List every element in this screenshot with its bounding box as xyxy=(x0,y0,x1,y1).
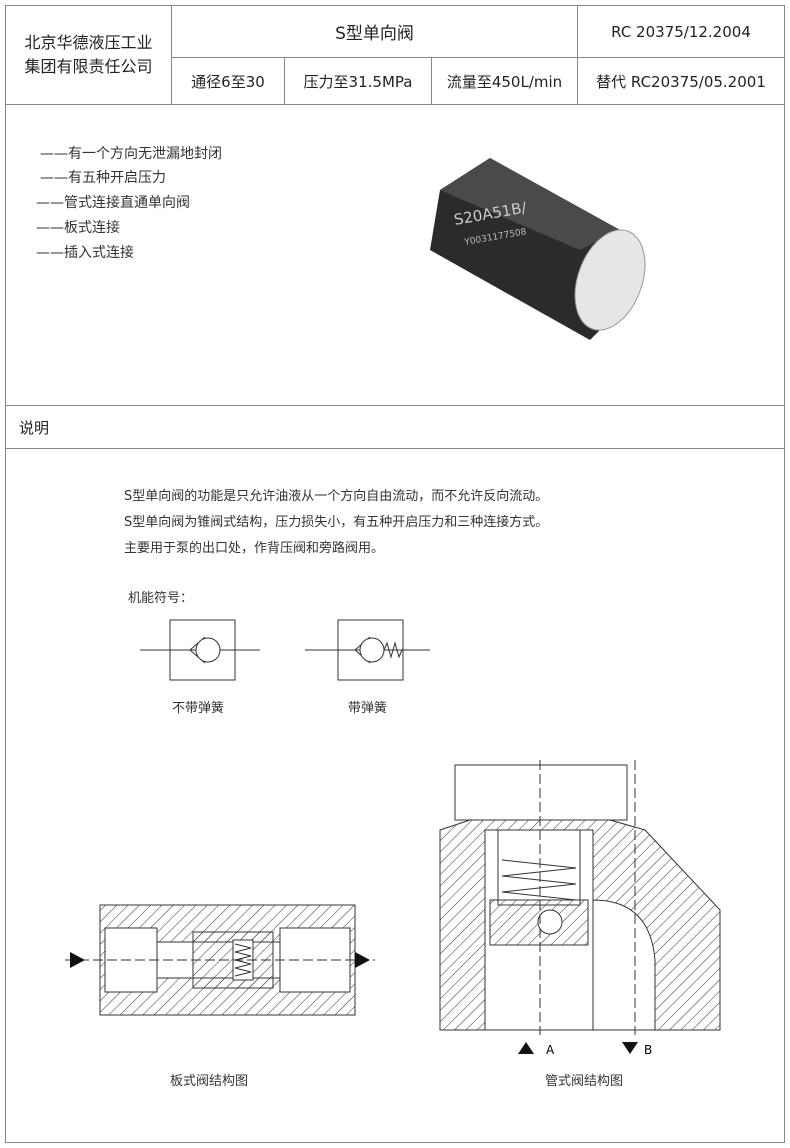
doc-title: S型单向阀 xyxy=(172,5,578,58)
symbol-no-spring xyxy=(140,619,260,681)
replaces: 替代 RC20375/05.2001 xyxy=(578,58,785,105)
description-line: S型单向阀的功能是只允许油液从一个方向自由流动，而不允许反向流动。 xyxy=(124,489,549,504)
spec-pressure: 压力至31.5MPa xyxy=(285,58,432,105)
port-a-label: A xyxy=(546,1043,555,1057)
spec-size: 通径6至30 xyxy=(172,58,285,105)
doc-number: RC 20375/12.2004 xyxy=(578,5,785,58)
pipe-drawing-caption: 管式阀结构图 xyxy=(545,1074,624,1089)
plate-valve-drawing xyxy=(65,904,375,1016)
description-line: S型单向阀为锥阀式结构，压力损失小，有五种开启压力和三种连接方式。 xyxy=(124,515,549,530)
feature-item: ——有五种开启压力 xyxy=(40,170,166,186)
description-line: 主要用于泵的出口处，作背压阀和旁路阀用。 xyxy=(124,541,385,556)
symbol-with-spring xyxy=(305,619,430,681)
section-heading: 说明 xyxy=(5,405,785,449)
symbol-with-spring-label: 带弹簧 xyxy=(348,701,388,716)
company-line2: 集团有限责任公司 xyxy=(24,57,153,76)
symbol-label: 机能符号： xyxy=(128,591,194,606)
company-name: 北京华德液压工业 集团有限责任公司 xyxy=(5,5,172,105)
plate-drawing-caption: 板式阀结构图 xyxy=(170,1074,249,1089)
feature-item: ——有一个方向无泄漏地封闭 xyxy=(40,146,222,162)
company-line1: 北京华德液压工业 xyxy=(24,33,153,52)
feature-item: ——管式连接直通单向阀 xyxy=(36,195,190,211)
port-b-label: B xyxy=(644,1043,652,1057)
feature-item: ——插入式连接 xyxy=(36,245,134,261)
function-symbols xyxy=(140,619,430,681)
feature-item: ——板式连接 xyxy=(36,220,120,236)
pipe-valve-drawing: A B xyxy=(439,760,721,1057)
product-photo: S20A51B/ Y0031177508 xyxy=(430,158,646,340)
spec-flow: 流量至450L/min xyxy=(432,58,578,105)
symbol-no-spring-label: 不带弹簧 xyxy=(172,701,225,716)
